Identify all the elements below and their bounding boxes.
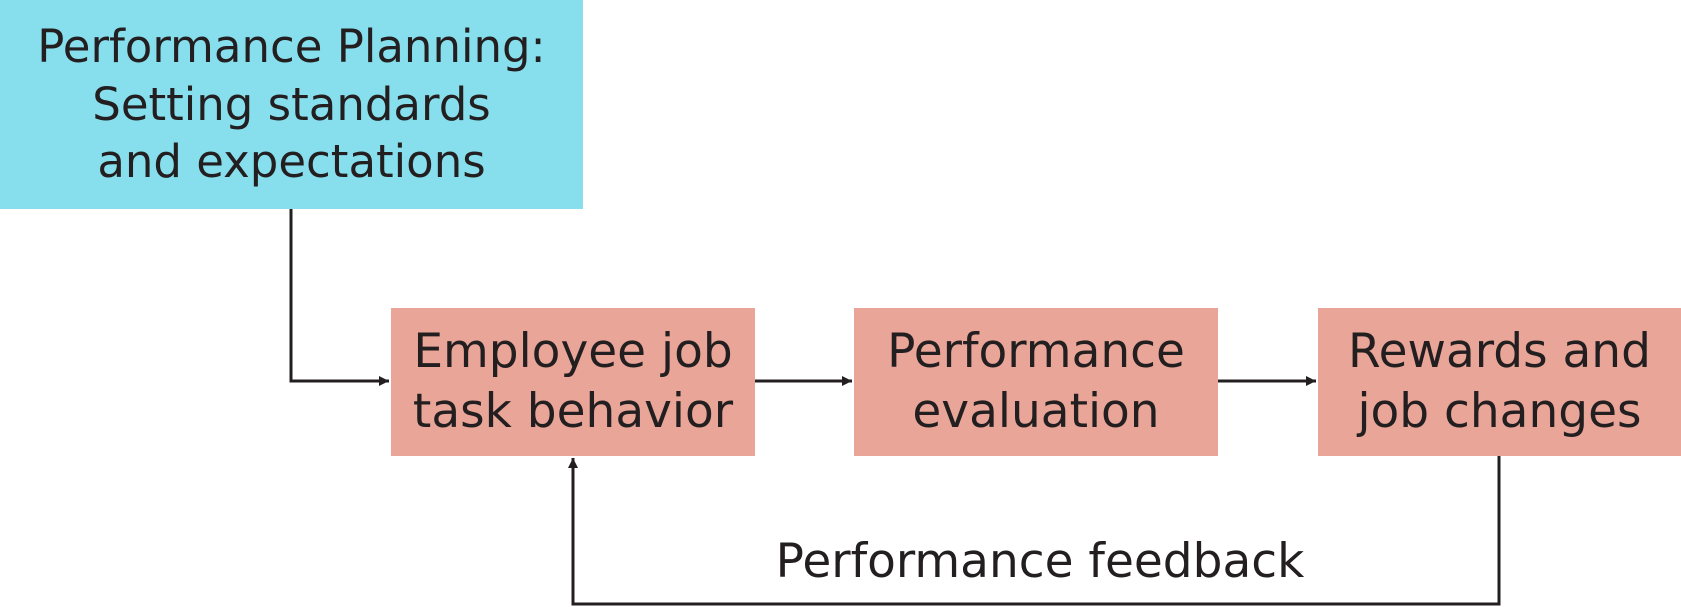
node-label-line: task behavior: [412, 384, 734, 439]
node-rewards-and-job-changes: Rewards and job changes: [1318, 308, 1681, 456]
arrow-feedback-loop: [568, 456, 1501, 606]
node-label-line: Employee job: [413, 323, 733, 379]
node-label-line: Setting standards: [92, 77, 491, 131]
node-label-line: job changes: [1357, 384, 1642, 439]
node-label-line: Rewards and: [1348, 323, 1651, 379]
node-label-line: Performance Planning:: [37, 20, 546, 74]
node-employee-job-task-behavior: Employee job task behavior: [391, 308, 755, 456]
node-performance-planning: Performance Planning: Setting standards …: [0, 0, 583, 209]
node-label-line: evaluation: [912, 384, 1160, 439]
node-performance-evaluation: Performance evaluation: [854, 308, 1218, 456]
node-label-line: Performance: [887, 323, 1185, 379]
edge-label-performance-feedback: Performance feedback: [775, 534, 1305, 589]
arrow-planning-to-behavior: [289, 209, 389, 386]
node-label-line: and expectations: [97, 135, 486, 189]
